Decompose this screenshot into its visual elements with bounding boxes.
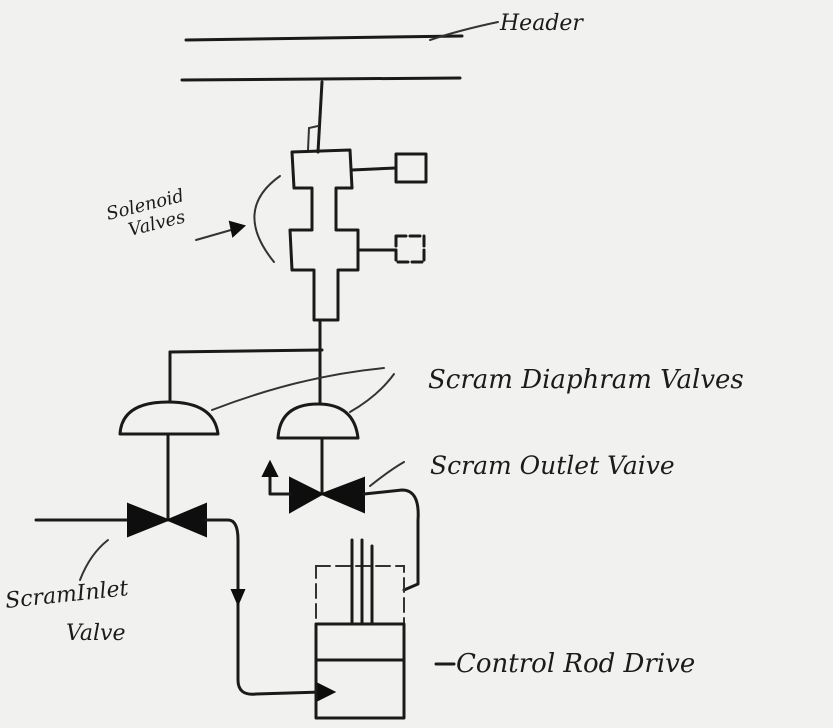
- inlet-flow-arrow: [232, 590, 244, 604]
- solenoid-upper-coil: [396, 154, 426, 182]
- inlet-valve-left-half: [128, 504, 168, 536]
- inlet-leader: [80, 540, 108, 580]
- solenoid-lower-coil: [396, 236, 424, 262]
- scram-outlet-valve: [263, 462, 418, 590]
- label-header: Header: [499, 11, 584, 36]
- header-pipe-top: [186, 36, 462, 40]
- diaphram-valve-right: [278, 404, 358, 438]
- header-drop-left: [318, 82, 322, 152]
- crd-cylinder: [316, 624, 404, 718]
- outlet-valve-right-half: [322, 478, 364, 512]
- solenoid-arrowhead: [230, 222, 244, 236]
- scram-diaphram-valves: [120, 368, 394, 438]
- crd-upper-housing: [316, 566, 404, 624]
- label-scram-outlet-valve: Scram Outlet Vaive: [430, 451, 675, 480]
- solenoid-bracket: [254, 176, 280, 262]
- solenoid-valve-body: [290, 150, 358, 320]
- diaphram-valve-left: [120, 402, 218, 434]
- label-control-rod-drive: Control Rod Drive: [456, 649, 695, 679]
- header-drop-line: [308, 82, 322, 152]
- label-scram-diaphram-valves: Scram Diaphram Valves: [428, 365, 744, 395]
- solenoid-upper-stem: [352, 168, 396, 170]
- inlet-discharge-arrowhead: [318, 684, 334, 700]
- outlet-leader: [370, 462, 404, 486]
- distribution-lines: [170, 320, 322, 404]
- header-pipe-bottom: [182, 78, 460, 80]
- solenoid-valve-assembly: [196, 150, 426, 320]
- diaphram-leader-left: [212, 368, 384, 410]
- header-pipes: [182, 22, 498, 80]
- diaphram-leader-right: [350, 374, 394, 412]
- header-drop-kink: [308, 126, 318, 150]
- label-scram-inlet-line1: ScramInlet: [4, 576, 130, 614]
- label-scram-inlet-line2: Valve: [66, 621, 125, 646]
- inlet-valve-right-half: [168, 504, 206, 536]
- outlet-vent-arrowhead: [263, 462, 277, 476]
- header-leader-line: [430, 22, 498, 40]
- inlet-discharge-line: [206, 520, 322, 694]
- control-rod-drive: [316, 540, 454, 718]
- cross-header: [170, 350, 322, 352]
- outlet-valve-left-half: [290, 478, 322, 512]
